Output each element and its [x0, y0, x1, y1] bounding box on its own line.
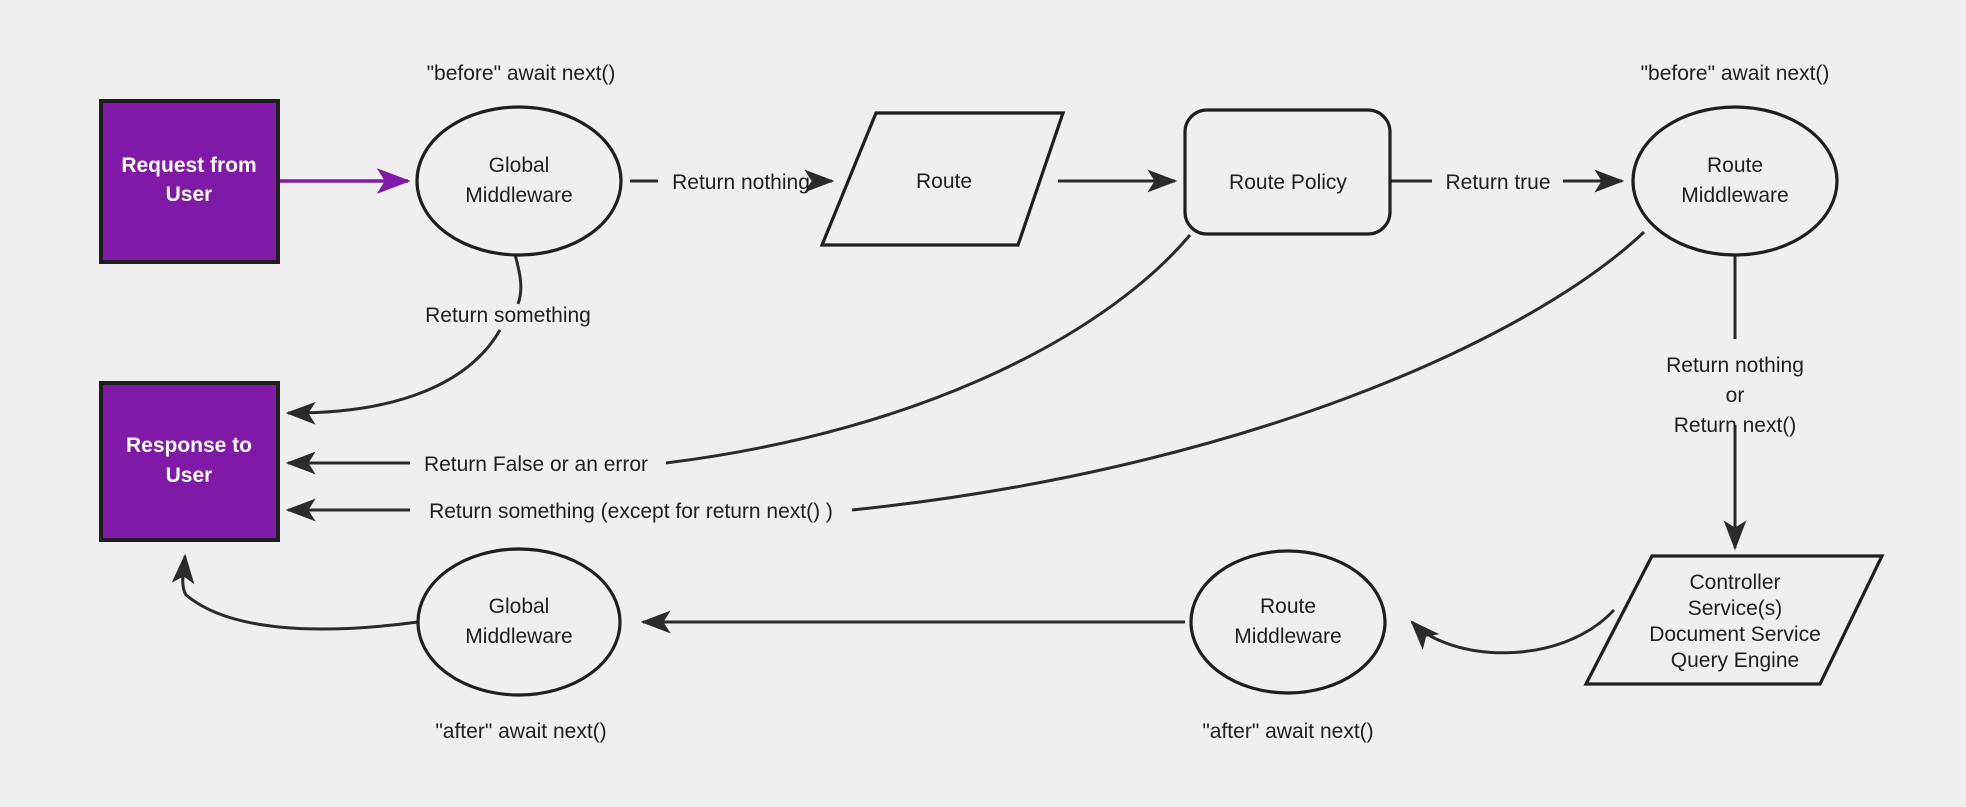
edge-label-return-nothing-or-next-line1: Return nothing — [1666, 354, 1804, 377]
route-middleware-top-label-line2: Middleware — [1681, 184, 1788, 207]
caption-before-await-next-route: "before" await next() — [1641, 62, 1830, 85]
route-middleware-bottom-ellipse[interactable] — [1189, 549, 1387, 695]
controller-services-line-2: Service(s) — [1688, 597, 1783, 620]
edge-label-return-nothing-or-next-line2: or — [1726, 384, 1745, 407]
route-label: Route — [916, 170, 972, 193]
edge-label-return-something: Return something — [425, 304, 591, 327]
node-request-from-user[interactable]: Request from User — [99, 99, 280, 264]
route-middleware-top-ellipse[interactable] — [1631, 105, 1839, 257]
node-controller-services[interactable]: Controller Service(s) Document Service Q… — [1583, 554, 1885, 686]
caption-after-await-next-route: "after" await next() — [1202, 720, 1373, 743]
global-middleware-top-label-line2: Middleware — [465, 184, 572, 207]
response-to-user-label-line1: Response to — [126, 434, 252, 457]
edge-label-return-false-or-error: Return False or an error — [424, 453, 648, 476]
edge-route-mw-return-something-curve — [851, 230, 1646, 512]
response-to-user-label-line2: User — [166, 464, 213, 487]
request-from-user-box[interactable] — [99, 99, 280, 264]
response-to-user-box[interactable] — [99, 381, 280, 542]
controller-services-line-4: Query Engine — [1671, 649, 1799, 672]
edge-label-return-true: Return true — [1445, 171, 1550, 194]
node-route[interactable]: Route — [819, 111, 1066, 247]
caption-before-await-next-global: "before" await next() — [427, 62, 616, 85]
edge-label-return-something-except-next: Return something (except for return next… — [429, 500, 833, 523]
route-middleware-bottom-label-line1: Route — [1260, 595, 1316, 618]
edge-global-mw-return-something-lower — [285, 329, 502, 425]
edge-label-return-nothing: Return nothing — [672, 171, 810, 194]
global-middleware-bottom-label-line2: Middleware — [465, 625, 572, 648]
controller-services-line-1: Controller — [1689, 571, 1780, 594]
route-middleware-top-label-line1: Route — [1707, 154, 1763, 177]
route-policy-box[interactable] — [1183, 108, 1392, 236]
global-middleware-top-label-line1: Global — [489, 154, 550, 177]
route-policy-label: Route Policy — [1229, 171, 1347, 194]
caption-after-await-next-global: "after" await next() — [435, 720, 606, 743]
node-global-middleware-bottom[interactable]: Global Middleware — [416, 547, 622, 697]
node-response-to-user[interactable]: Response to User — [99, 381, 280, 542]
global-middleware-bottom-ellipse[interactable] — [416, 547, 622, 697]
node-route-policy[interactable]: Route Policy — [1183, 108, 1392, 236]
route-parallelogram[interactable] — [819, 111, 1066, 247]
request-from-user-label-line1: Request from — [121, 154, 256, 177]
controller-services-parallelogram[interactable] — [1583, 554, 1885, 686]
request-from-user-label-line2: User — [166, 183, 213, 206]
edge-controller-to-route-mw-bottom — [1410, 608, 1616, 655]
edge-label-return-nothing-or-next-line3: Return next() — [1674, 414, 1797, 437]
edge-global-mw-bottom-to-response — [171, 553, 419, 631]
controller-services-line-3: Document Service — [1649, 623, 1821, 646]
node-route-middleware-top[interactable]: Route Middleware — [1631, 105, 1839, 257]
route-middleware-bottom-label-line2: Middleware — [1234, 625, 1341, 648]
global-middleware-bottom-label-line1: Global — [489, 595, 550, 618]
node-route-middleware-bottom[interactable]: Route Middleware — [1189, 549, 1387, 695]
edge-policy-return-false-curve — [665, 234, 1192, 465]
global-middleware-top-ellipse[interactable] — [415, 105, 623, 257]
node-global-middleware-top[interactable]: Global Middleware — [415, 105, 623, 257]
